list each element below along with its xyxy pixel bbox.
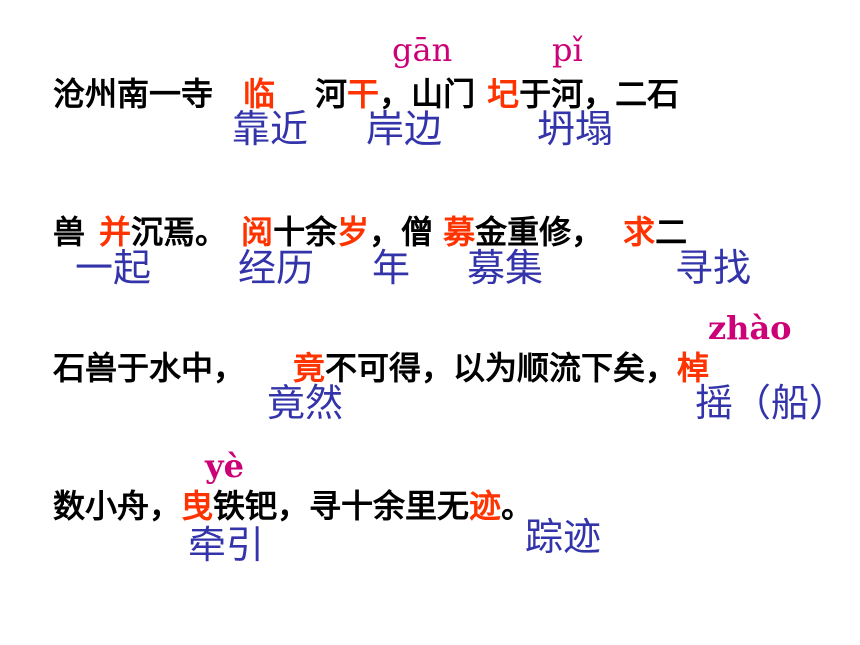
text-segment: 兽: [53, 213, 86, 251]
keyword-sui: 岁: [337, 213, 370, 251]
text-segment: 铁钯，寻十余里无: [213, 487, 470, 525]
text-segment: 沉焉。: [131, 213, 228, 251]
text-segment: 于河，二石: [519, 75, 680, 113]
annotation-anbian: 岸边: [366, 107, 443, 151]
annotation-zongji: 踪迹: [525, 515, 602, 559]
annotation-yaochuan: 摇（船）: [695, 381, 848, 425]
text-segment: ，山门: [379, 75, 476, 113]
keyword-ye: 曳: [181, 487, 214, 525]
annotation-jingran: 竟然: [267, 381, 344, 425]
keyword-lin: 临: [243, 75, 276, 113]
line-3-text: 石兽于水中， 竟不可得，以为顺流下矣，棹: [53, 352, 709, 384]
text-segment: 十余: [273, 213, 338, 251]
line-2-text: 兽并沉焉。阅十余岁，僧募金重修， 求二: [53, 216, 687, 248]
text-segment: 二: [655, 213, 688, 251]
pinyin-ye: yè: [205, 447, 244, 485]
line-4-text: 数小舟，曳铁钯，寻十余里无迹。: [53, 490, 533, 522]
text-segment: 石兽于水中，: [53, 349, 246, 387]
pinyin-pi: pǐ: [552, 31, 583, 69]
annotation-yiqi: 一起: [75, 246, 152, 290]
keyword-zhao: 棹: [677, 349, 710, 387]
keyword-ji: 迹: [469, 487, 502, 525]
keyword-jing: 竟: [293, 349, 326, 387]
text-segment: 数小舟，: [53, 487, 182, 525]
keyword-gan: 干: [347, 75, 380, 113]
annotation-jingli: 经历: [238, 246, 315, 290]
annotation-xunzhao: 寻找: [675, 246, 752, 290]
text-segment: ，僧: [369, 213, 434, 251]
annotation-qianyin: 牵引: [188, 523, 265, 567]
keyword-pi: 圮: [487, 75, 520, 113]
pinyin-gan: gān: [392, 31, 453, 69]
text-segment: 河: [315, 75, 348, 113]
pinyin-zhao: zhào: [708, 309, 792, 347]
annotation-kaojin: 靠近: [232, 107, 309, 151]
annotation-muji: 募集: [467, 246, 544, 290]
keyword-yue: 阅: [241, 213, 274, 251]
annotation-nian: 年: [372, 246, 411, 290]
keyword-bing: 并: [99, 213, 132, 251]
text-segment: 。: [501, 487, 534, 525]
text-segment: 沧州南一寺: [53, 75, 214, 113]
keyword-qiu: 求: [623, 213, 656, 251]
text-segment: 金重修，: [475, 213, 604, 251]
keyword-mu: 募: [443, 213, 476, 251]
text-segment: 不可得，以为顺流下矣，: [325, 349, 678, 387]
line-1-text: 沧州南一寺临 河干，山门圮于河，二石: [53, 78, 679, 110]
annotation-tanta: 坍塌: [537, 107, 614, 151]
